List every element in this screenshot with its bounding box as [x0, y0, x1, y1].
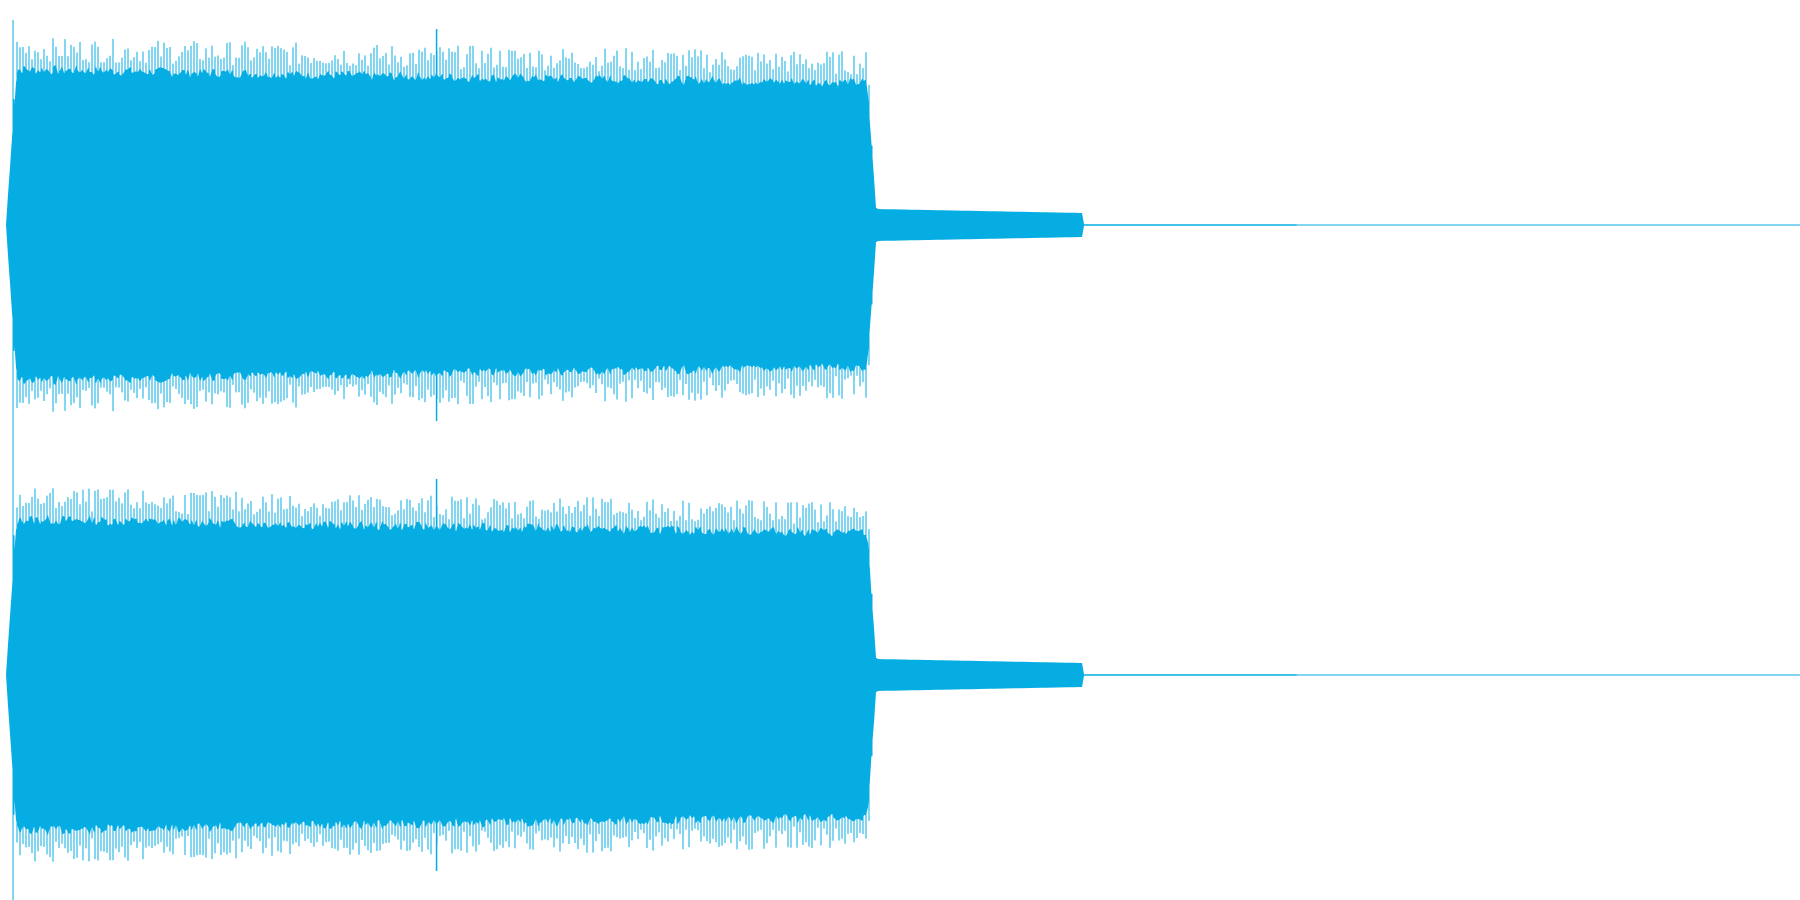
channel-2-spikes — [13, 479, 873, 871]
channel-1-spikes — [13, 29, 873, 421]
channel-1-waveform — [6, 29, 1800, 421]
channel-2-waveform — [6, 479, 1800, 871]
